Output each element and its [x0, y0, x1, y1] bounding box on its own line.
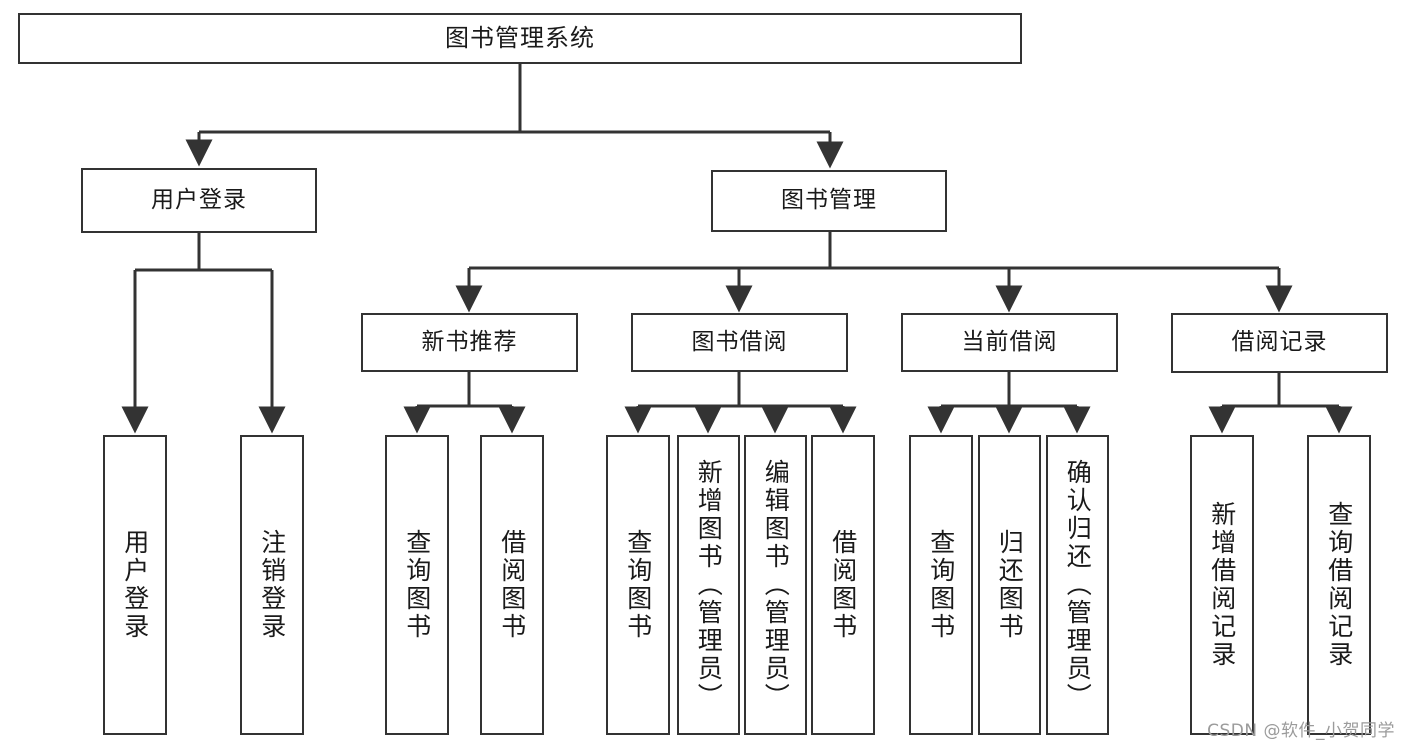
leaf-add-book-label: 新增图书（管理员） [694, 459, 724, 711]
leaf-query-book-3-label: 查询图书 [926, 529, 956, 641]
leaf-user-login[interactable]: 用户登录 [103, 435, 167, 735]
leaf-query-book-1-label: 查询图书 [402, 529, 432, 641]
leaf-confirm-return-label: 确认归还（管理员） [1063, 459, 1093, 711]
node-book-manage-label: 图书管理 [781, 187, 877, 214]
leaf-query-book-2-label: 查询图书 [623, 529, 653, 641]
node-current-borrow[interactable]: 当前借阅 [901, 313, 1118, 372]
leaf-query-book-3[interactable]: 查询图书 [909, 435, 973, 735]
leaf-add-book[interactable]: 新增图书（管理员） [677, 435, 740, 735]
node-current-borrow-label: 当前借阅 [961, 328, 1058, 355]
leaf-add-record[interactable]: 新增借阅记录 [1190, 435, 1254, 735]
leaf-logout-label: 注销登录 [257, 529, 287, 641]
leaf-borrow-book-1-label: 借阅图书 [497, 529, 527, 641]
leaf-add-record-label: 新增借阅记录 [1207, 501, 1237, 669]
node-book-manage[interactable]: 图书管理 [711, 170, 947, 232]
node-new-book-recommend-label: 新书推荐 [421, 328, 518, 355]
leaf-borrow-book-1[interactable]: 借阅图书 [480, 435, 544, 735]
leaf-borrow-book-2[interactable]: 借阅图书 [811, 435, 875, 735]
leaf-query-book-1[interactable]: 查询图书 [385, 435, 449, 735]
node-borrow-record[interactable]: 借阅记录 [1171, 313, 1388, 373]
leaf-query-record[interactable]: 查询借阅记录 [1307, 435, 1371, 735]
node-book-borrow[interactable]: 图书借阅 [631, 313, 848, 372]
csdn-watermark: CSDN @软件_小贺同学 [1207, 721, 1395, 741]
leaf-query-record-label: 查询借阅记录 [1324, 501, 1354, 669]
leaf-user-login-label: 用户登录 [120, 529, 150, 641]
leaf-edit-book-label: 编辑图书（管理员） [761, 459, 791, 711]
leaf-edit-book[interactable]: 编辑图书（管理员） [744, 435, 807, 735]
node-new-book-recommend[interactable]: 新书推荐 [361, 313, 578, 372]
leaf-logout[interactable]: 注销登录 [240, 435, 304, 735]
leaf-confirm-return[interactable]: 确认归还（管理员） [1046, 435, 1109, 735]
node-user-login[interactable]: 用户登录 [81, 168, 317, 233]
leaf-return-book-label: 归还图书 [995, 529, 1025, 641]
node-book-borrow-label: 图书借阅 [691, 328, 788, 355]
leaf-return-book[interactable]: 归还图书 [978, 435, 1041, 735]
leaf-query-book-2[interactable]: 查询图书 [606, 435, 670, 735]
node-root-label: 图书管理系统 [445, 24, 595, 53]
node-root-book-management-system[interactable]: 图书管理系统 [18, 13, 1022, 64]
node-user-login-label: 用户登录 [151, 186, 247, 213]
node-borrow-record-label: 借阅记录 [1231, 329, 1328, 356]
leaf-borrow-book-2-label: 借阅图书 [828, 529, 858, 641]
